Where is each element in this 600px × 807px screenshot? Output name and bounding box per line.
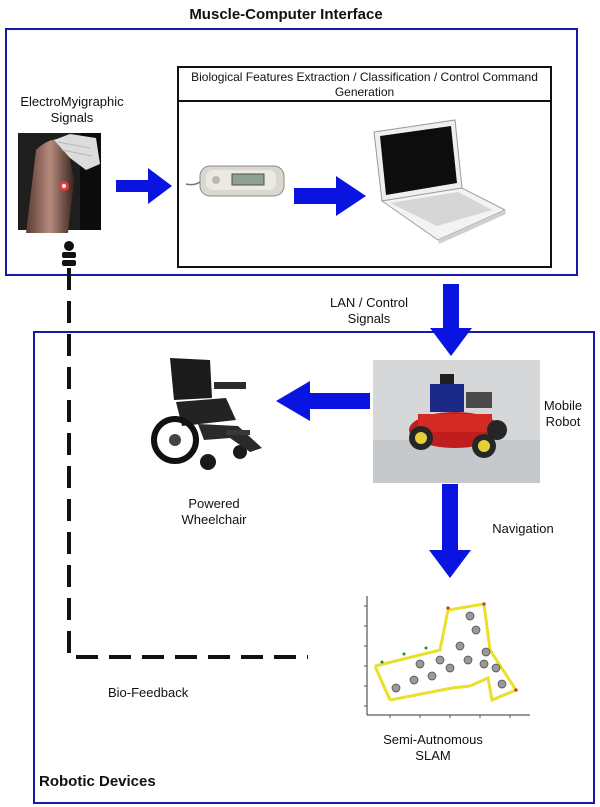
wheelchair-label: Powered Wheelchair	[181, 496, 247, 527]
processing-label: Biological Features Extraction / Classif…	[191, 70, 538, 99]
navigation-label: Navigation	[492, 521, 554, 536]
processing-header	[177, 66, 552, 102]
mobile-robot-label: Mobile Robot	[543, 398, 583, 429]
robotic-devices-title: Robotic Devices	[39, 773, 156, 790]
mci-title: Muscle-Computer Interface	[189, 6, 383, 23]
lan-control-label: LAN / Control Signals	[329, 295, 409, 326]
robotic-devices-frame	[33, 331, 595, 804]
slam-label: Semi-Autnomous SLAM	[383, 732, 483, 763]
emg-label: ElectroMyigraphic Signals	[20, 94, 124, 125]
biofeedback-label: Bio-Feedback	[108, 685, 189, 700]
